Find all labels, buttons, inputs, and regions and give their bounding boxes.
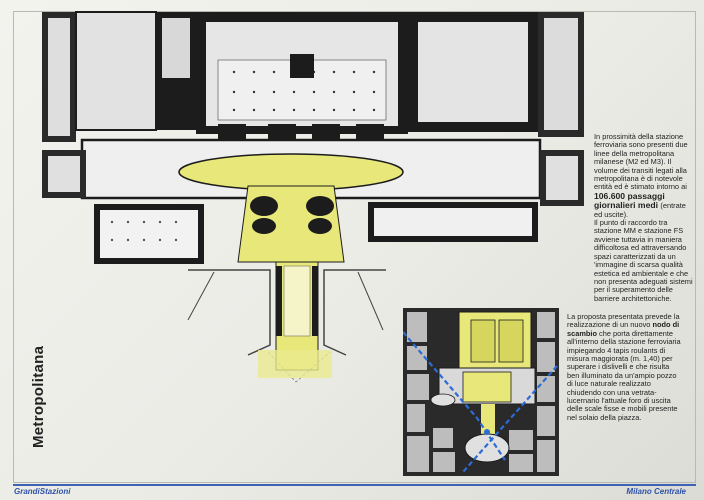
- daily-passages-figure: 106.600 passaggi giornalieri medi: [594, 190, 665, 211]
- brand-logo-text: GrandiStazioni: [14, 487, 71, 496]
- proposal-details-text: che porta direttamente all'interno della…: [567, 328, 681, 422]
- transit-intro-tail: (entrate ed uscite).: [594, 201, 686, 219]
- proposal-intro-text: La proposta presentata prevede la realiz…: [567, 312, 680, 330]
- side-title: Metropolitana: [30, 345, 47, 448]
- metro-description-text: In prossimità della stazione ferroviaria…: [594, 132, 694, 303]
- station-floor-plan: [42, 11, 584, 383]
- location-label: Milano Centrale: [626, 487, 686, 496]
- transit-intro-text: In prossimità della stazione ferroviaria…: [594, 132, 688, 192]
- interchange-node-term: nodo di scambio: [567, 320, 680, 338]
- proposal-text: La proposta presentata prevede la realiz…: [567, 312, 681, 422]
- board-frame: [13, 11, 696, 483]
- footer-rule: [13, 484, 696, 486]
- connection-problem-text: Il punto di raccordo tra stazione MM e s…: [594, 218, 693, 303]
- inset-site-map: [403, 308, 559, 476]
